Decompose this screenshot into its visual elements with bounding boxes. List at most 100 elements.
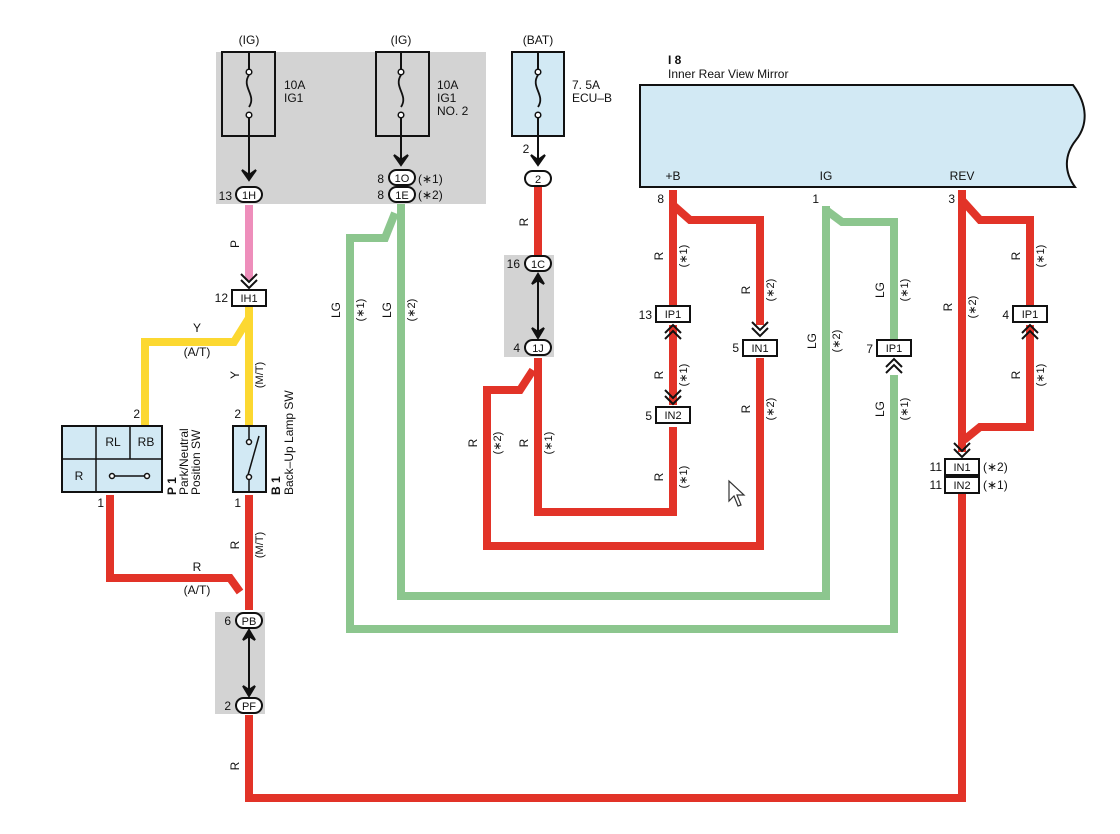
label-n1-plusb: (∗1): [678, 245, 690, 268]
wire-labels: P Y (A/T) Y (M/T) R (M/T) R (A/T) R LG (…: [184, 217, 1047, 770]
connector-pin: 4: [513, 341, 520, 355]
wire-green-ig-2: [397, 204, 830, 600]
label-r-ground: R: [228, 761, 242, 770]
connector-pin: 7: [866, 342, 873, 356]
connector-pin: 11: [930, 478, 943, 492]
wires: [106, 185, 1034, 802]
wire-red-plusb-2: [670, 202, 764, 325]
wire-yellow-at: [141, 315, 253, 425]
fuse-ecu-b: (BAT) 7. 5A ECU–B: [511, 33, 612, 137]
fuse-supply: (IG): [239, 33, 260, 47]
connector-id: 1J: [532, 343, 544, 355]
connector-id: IH1: [240, 293, 257, 305]
component-name-2: Position SW: [189, 429, 203, 495]
fuse-name: IG1: [284, 91, 304, 105]
component-code: B 1: [269, 476, 283, 495]
label-r-bat: R: [517, 217, 531, 226]
connector-pb: 6 PB: [224, 612, 263, 629]
label-lg-mirror-ig: LG: [805, 333, 819, 349]
pin-label-ig: IG: [820, 169, 833, 183]
connector-pin: 11: [930, 460, 943, 474]
connector-id: IN2: [664, 410, 681, 422]
label-lg-2: LG: [380, 302, 394, 318]
connector-note: (∗2): [418, 188, 443, 202]
wire-red-1j-in2: [534, 358, 677, 516]
connector-id: IP1: [886, 343, 903, 355]
label-at-y: (A/T): [184, 345, 211, 359]
connector-note: (∗2): [983, 460, 1008, 474]
fuse-ig1: (IG) 10A IG1: [221, 33, 305, 137]
junction-block-pb-pf: [215, 612, 265, 714]
connector-pin: 8: [377, 188, 384, 202]
connector-pin: 6: [224, 614, 231, 628]
connector-pin: 16: [507, 257, 521, 271]
connector-pf: 2 PF: [224, 697, 263, 714]
label-r-backup: R: [228, 540, 242, 549]
connector-note: (∗1): [983, 478, 1008, 492]
fuse-name-2: NO. 2: [437, 104, 469, 118]
component-name: Inner Rear View Mirror: [668, 67, 788, 81]
connector-1o: 8 1O (∗1): [377, 169, 443, 186]
component-code: P 1: [165, 477, 179, 495]
wire-red-rev-1: [959, 197, 1034, 305]
back-up-lamp-switch: 2 1 B 1 Back–Up Lamp SW: [232, 390, 296, 510]
label-n1-ip1-bottom: (∗1): [899, 398, 911, 421]
connector-1c: 16 1C: [507, 255, 552, 272]
label-r-rev-2: R: [941, 302, 955, 311]
label-n1-ip1-in1: (∗1): [1035, 364, 1047, 387]
label-n1-rev: (∗1): [1035, 245, 1047, 268]
fuse-junction-block: [216, 52, 486, 204]
connector-id: IN1: [751, 343, 768, 355]
connector-id: IN1: [953, 462, 970, 474]
label-lg-1: LG: [329, 302, 343, 318]
connector-in2-a: 5 IN2: [645, 389, 691, 424]
park-neutral-position-switch: 2 RL RB R 1 P 1 Park/Neutral Position SW: [61, 407, 203, 510]
pin-top: 2: [234, 407, 241, 421]
pin-num-ig: 1: [812, 192, 819, 206]
connector-1e: 8 1E (∗2): [377, 186, 443, 203]
connector-ih1: 12 IH1: [215, 273, 267, 307]
mouse-cursor-icon: [728, 479, 746, 507]
label-r-park: R: [193, 560, 202, 574]
fuse-rating: 10A: [284, 78, 305, 92]
connector-ip1-a: 13 IP1: [639, 305, 691, 340]
label-r-1j-2: R: [466, 438, 480, 447]
component-name: Back–Up Lamp SW: [282, 390, 296, 495]
connector-id: PB: [242, 616, 257, 628]
connector-id: 1C: [531, 259, 545, 271]
label-r-ip1-in2: R: [652, 370, 666, 379]
label-mt-r: (M/T): [254, 532, 266, 558]
label-n2-lg-2: (∗2): [406, 299, 418, 322]
label-at-r: (A/T): [184, 583, 211, 597]
label-mt-y: (M/T): [254, 362, 266, 388]
label-n2-1j: (∗2): [492, 432, 504, 455]
label-n1-lg-1: (∗1): [355, 299, 367, 322]
label-n2-rev: (∗2): [967, 296, 979, 319]
fuse-name: IG1: [437, 91, 457, 105]
connector-id: 1O: [395, 173, 410, 185]
label-r-plusb-1: R: [652, 251, 666, 260]
label-n1-ip1-top: (∗1): [899, 279, 911, 302]
wire-red-1j-in1: [483, 358, 764, 550]
pin-label-rev: REV: [950, 169, 975, 183]
label-n2-mirror-ig: (∗2): [831, 330, 843, 353]
connector-2: 2: [524, 170, 552, 187]
wire-green-mirror-ig: [823, 206, 898, 343]
cell-rl: RL: [105, 435, 121, 449]
component-name-1: Park/Neutral: [177, 428, 191, 495]
connector-in1-in2-b: 11 IN1 (∗2) 11 IN2 (∗1): [930, 442, 1008, 494]
label-r-plusb-2: R: [739, 285, 753, 294]
pin-bottom: 1: [97, 496, 104, 510]
connector-pin: 12: [215, 291, 229, 305]
connector-id: 2: [535, 174, 541, 186]
connector-pin: 8: [377, 172, 384, 186]
label-r-in1-out: R: [739, 404, 753, 413]
fuse-name: ECU–B: [572, 91, 612, 105]
connector-ip1-c: 4 IP1: [1002, 305, 1048, 340]
wire-red-park-return: [106, 495, 244, 595]
ecu-b-pin: 2: [523, 142, 530, 156]
label-r-rev-1: R: [1009, 251, 1023, 260]
fuse-rating: 10A: [437, 78, 458, 92]
pin-num-rev: 3: [948, 192, 955, 206]
fuse-supply: (IG): [391, 33, 412, 47]
